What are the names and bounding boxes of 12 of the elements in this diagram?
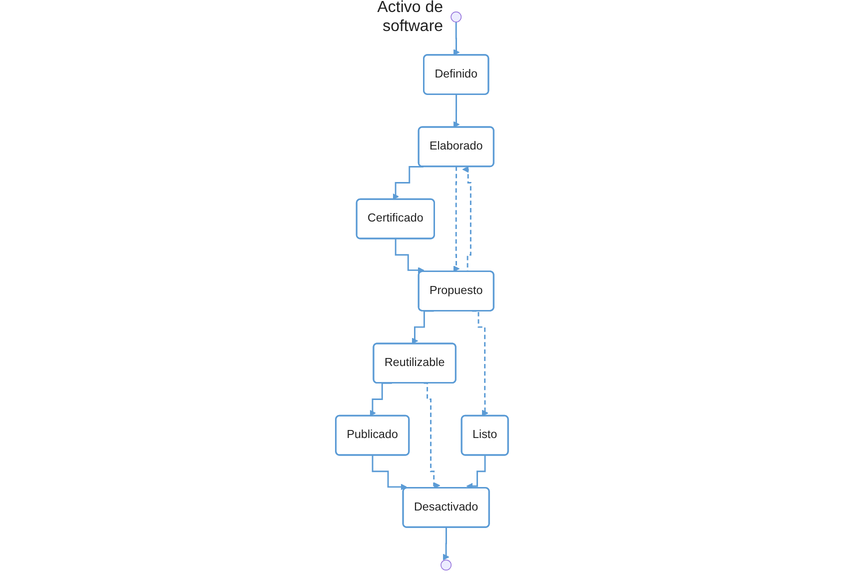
arrow [453,94,460,128]
arrow [453,21,460,56]
node-circle [440,560,452,571]
arrow [466,454,486,490]
arrow [392,166,424,200]
node-circle [450,11,462,22]
arrow [453,166,460,272]
arrow [394,238,424,274]
arrow [424,382,440,489]
arrow [442,526,450,560]
node-caption: Activo de software [376,0,444,36]
arrow [372,454,407,490]
